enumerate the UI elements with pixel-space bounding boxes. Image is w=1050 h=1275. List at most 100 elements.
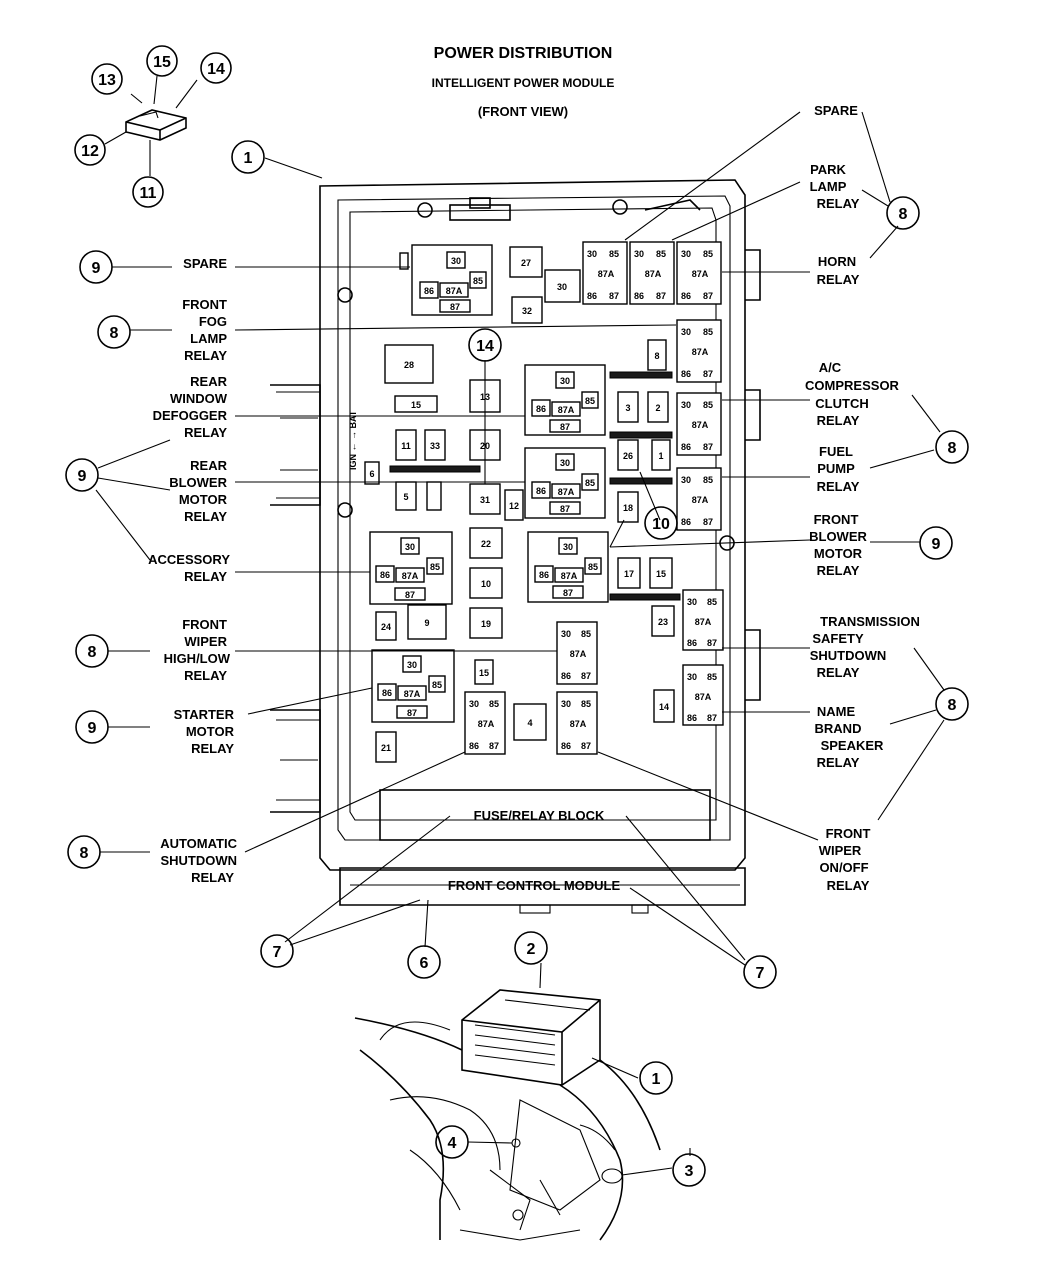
- svg-text:87: 87: [560, 504, 570, 514]
- callout-8-asd: 8: [67, 835, 101, 869]
- callout-9-spare: 9: [79, 250, 113, 284]
- label-spare-right: SPARE: [814, 103, 858, 118]
- svg-text:9: 9: [88, 720, 97, 737]
- callout-10: 10: [644, 506, 678, 540]
- svg-text:30: 30: [560, 458, 570, 468]
- svg-text:RELAY: RELAY: [184, 425, 227, 440]
- svg-text:23: 23: [658, 617, 668, 627]
- svg-text:30: 30: [451, 256, 461, 266]
- svg-text:FRONT: FRONT: [182, 297, 227, 312]
- svg-text:BLOWER: BLOWER: [169, 475, 227, 490]
- callout-11: 11: [132, 176, 164, 208]
- power-module-housing: [270, 179, 761, 914]
- callout-8-ac: 8: [935, 430, 969, 464]
- svg-text:85: 85: [656, 249, 666, 259]
- label-front-fog-lamp-relay: FRONT FOG LAMP RELAY: [182, 297, 227, 363]
- svg-text:WIPER: WIPER: [819, 843, 862, 858]
- svg-text:87A: 87A: [598, 269, 615, 279]
- svg-text:11: 11: [140, 185, 157, 202]
- svg-text:30: 30: [681, 400, 691, 410]
- svg-text:87: 87: [581, 671, 591, 681]
- svg-text:30: 30: [687, 597, 697, 607]
- svg-text:MOTOR: MOTOR: [814, 546, 863, 561]
- svg-text:RELAY: RELAY: [817, 665, 860, 680]
- svg-text:30: 30: [557, 282, 567, 292]
- svg-text:30: 30: [681, 327, 691, 337]
- svg-text:AUTOMATIC: AUTOMATIC: [160, 836, 237, 851]
- svg-text:3: 3: [685, 1163, 694, 1180]
- svg-text:MOTOR: MOTOR: [179, 492, 228, 507]
- svg-text:87: 87: [405, 590, 415, 600]
- leader-lines: [95, 111, 945, 966]
- engine-bay-inset: [354, 962, 691, 1241]
- callout-14-top: 14: [200, 52, 232, 84]
- svg-text:FRONT: FRONT: [814, 512, 859, 527]
- svg-text:14: 14: [207, 61, 225, 78]
- svg-text:87A: 87A: [558, 487, 575, 497]
- svg-text:SPARE: SPARE: [814, 103, 858, 118]
- svg-text:86: 86: [539, 570, 549, 580]
- svg-text:4: 4: [448, 1135, 457, 1152]
- svg-text:SPEAKER: SPEAKER: [821, 738, 884, 753]
- svg-text:86: 86: [681, 369, 691, 379]
- svg-text:86: 86: [681, 517, 691, 527]
- svg-text:4: 4: [527, 718, 532, 728]
- svg-text:85: 85: [473, 276, 483, 286]
- svg-text:9: 9: [424, 618, 429, 628]
- svg-text:86: 86: [536, 486, 546, 496]
- svg-text:HIGH/LOW: HIGH/LOW: [164, 651, 231, 666]
- label-starter-motor-relay: STARTER MOTOR RELAY: [174, 707, 235, 756]
- svg-text:33: 33: [430, 441, 440, 451]
- svg-text:24: 24: [381, 622, 391, 632]
- svg-text:6: 6: [420, 955, 429, 972]
- svg-text:85: 85: [489, 699, 499, 709]
- svg-text:SAFETY: SAFETY: [812, 631, 864, 646]
- fuse-relay-block-label: FUSE/RELAY BLOCK: [474, 808, 605, 823]
- svg-text:RELAY: RELAY: [184, 668, 227, 683]
- label-horn-relay: HORN RELAY: [817, 254, 860, 287]
- svg-text:8: 8: [948, 440, 957, 457]
- svg-text:PARK: PARK: [810, 162, 846, 177]
- svg-text:LAMP: LAMP: [810, 179, 847, 194]
- svg-text:FRONT: FRONT: [826, 826, 871, 841]
- svg-text:86: 86: [561, 741, 571, 751]
- svg-text:21: 21: [381, 743, 391, 753]
- svg-text:28: 28: [404, 360, 414, 370]
- label-name-brand-speaker-relay: NAME BRAND SPEAKER RELAY: [815, 704, 885, 770]
- svg-text:87: 87: [656, 291, 666, 301]
- svg-text:1: 1: [652, 1071, 661, 1088]
- svg-text:86: 86: [380, 570, 390, 580]
- svg-text:18: 18: [623, 503, 633, 513]
- svg-text:87: 87: [707, 638, 717, 648]
- svg-text:7: 7: [273, 944, 282, 961]
- svg-text:7: 7: [756, 965, 765, 982]
- svg-text:15: 15: [479, 668, 489, 678]
- svg-text:ACCESSORY: ACCESSORY: [148, 552, 230, 567]
- svg-text:87A: 87A: [478, 719, 495, 729]
- svg-text:30: 30: [681, 249, 691, 259]
- callout-3: 3: [672, 1153, 706, 1187]
- svg-text:31: 31: [480, 495, 490, 505]
- callout-13: 13: [91, 63, 123, 95]
- callout-8-top-right: 8: [886, 196, 920, 230]
- svg-text:REAR: REAR: [190, 458, 227, 473]
- svg-text:8: 8: [948, 697, 957, 714]
- label-front-wiper-on-off-relay: FRONT WIPER ON/OFF RELAY: [819, 826, 871, 893]
- svg-text:RELAY: RELAY: [191, 741, 234, 756]
- svg-text:87: 87: [703, 291, 713, 301]
- svg-text:LAMP: LAMP: [190, 331, 227, 346]
- svg-text:CLUTCH: CLUTCH: [815, 396, 868, 411]
- svg-text:85: 85: [703, 400, 713, 410]
- svg-text:10: 10: [481, 579, 491, 589]
- svg-text:85: 85: [581, 629, 591, 639]
- svg-text:87: 87: [560, 422, 570, 432]
- svg-text:85: 85: [585, 478, 595, 488]
- svg-text:87A: 87A: [692, 495, 709, 505]
- svg-text:87: 87: [581, 741, 591, 751]
- svg-text:TRANSMISSION: TRANSMISSION: [820, 614, 920, 629]
- relay-block-contents: 86 30 87A 85 87 27 30 32 30 85 87A 86 87…: [348, 241, 724, 763]
- callout-9-front-blower: 9: [919, 526, 953, 560]
- svg-text:86: 86: [469, 741, 479, 751]
- label-rear-window-defogger-relay: REAR WINDOW DEFOGGER RELAY: [153, 374, 228, 440]
